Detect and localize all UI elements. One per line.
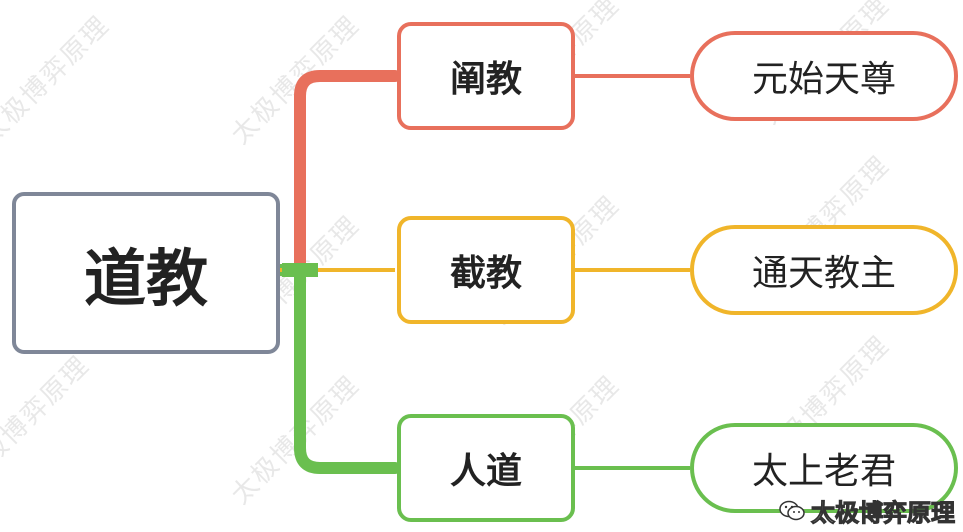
leaf-label: 通天教主: [751, 253, 896, 294]
leaf-node-tongtian: 通天教主: [690, 225, 958, 315]
source-credit: 太极博弈原理: [779, 493, 956, 528]
branch-node-chanjiao: 阐教: [397, 22, 575, 130]
leaf-node-taishang: 太上老君: [690, 423, 958, 513]
connector-trunk-green: [274, 264, 401, 474]
connector-trunk-red: [274, 70, 401, 276]
branch-label: 阐教: [449, 59, 522, 100]
branch-node-jiejiao: 截教: [397, 216, 575, 324]
branch-label: 人道: [449, 451, 522, 492]
trunk-junction: [282, 263, 318, 277]
wechat-icon: [779, 500, 805, 520]
leaf-label: 太上老君: [751, 451, 896, 492]
root-label: 道教: [83, 242, 208, 315]
credit-text: 太极博弈原理: [811, 498, 956, 528]
leaf-node-yuanshi: 元始天尊: [690, 31, 958, 121]
root-node: 道教: [12, 192, 280, 354]
branch-node-rendao: 人道: [397, 414, 575, 522]
leaf-label: 元始天尊: [751, 59, 896, 100]
branch-label: 截教: [449, 253, 522, 294]
